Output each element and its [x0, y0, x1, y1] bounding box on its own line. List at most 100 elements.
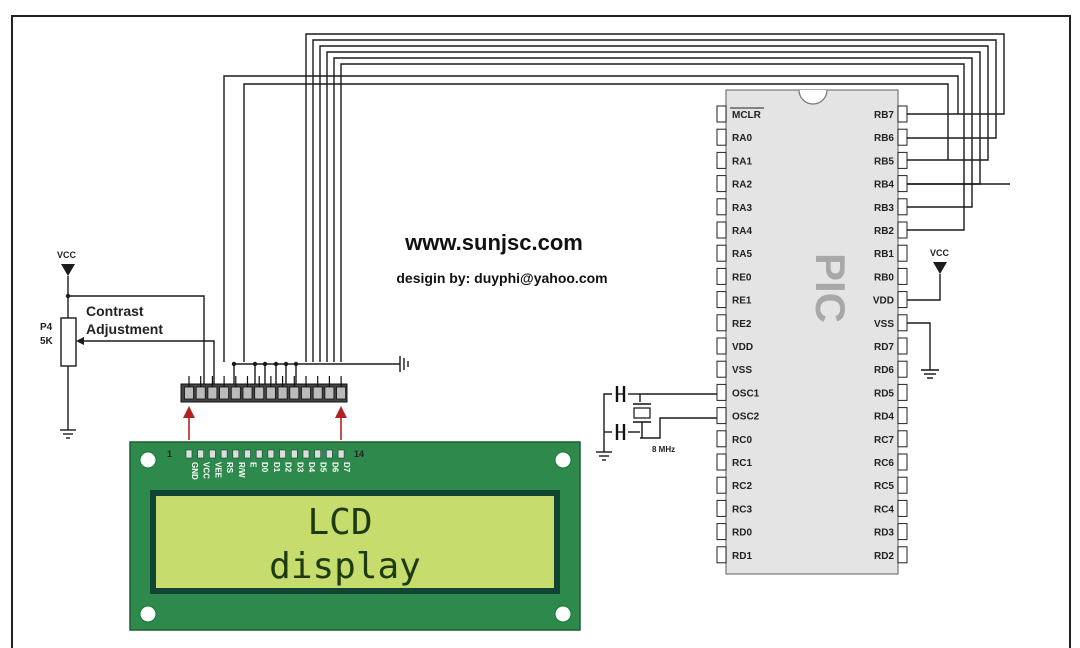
pic-pin-right — [897, 546, 908, 564]
pic-pin-right — [897, 151, 908, 169]
lcd-pin-label: VCC — [202, 462, 211, 479]
lcd-pin-label: R/W — [237, 462, 246, 478]
pic-pin-right-label: RD6 — [874, 365, 894, 376]
lcd-pin-label: D4 — [307, 462, 316, 473]
header-pin — [289, 386, 300, 400]
pic-pin-right — [897, 175, 908, 193]
pic-pin-right-label: RC6 — [874, 458, 894, 469]
pic-pin-left-label: VDD — [732, 342, 753, 353]
pic-pin-right-label: VDD — [873, 296, 894, 307]
lcd-pin-label: D1 — [272, 462, 281, 473]
pic-pin-left-label: RE2 — [732, 319, 752, 330]
pic-pin-left-label: RA1 — [732, 156, 752, 167]
pic-pin-right — [897, 198, 908, 216]
pic-pin-right-label: RB6 — [874, 133, 894, 144]
pic-pin-right-label: RB4 — [874, 180, 894, 191]
pic-body — [725, 89, 899, 575]
credit-caption: desigin by: duyphi@yahoo.com — [396, 270, 607, 286]
lcd-pin-label: RS — [225, 462, 234, 474]
pic-pin-left — [716, 360, 727, 378]
pic-pin-left — [716, 128, 727, 146]
lcd-pin-label: D3 — [295, 462, 304, 473]
pic-pin-left — [716, 337, 727, 355]
potentiometer — [60, 317, 77, 367]
pic-pin-left — [716, 476, 727, 494]
pic-pin-left — [716, 314, 727, 332]
pic-pin-left-label: RA2 — [732, 180, 752, 191]
lcd-pin-label: D7 — [342, 462, 351, 473]
contrast-circuit: VCC P4 5K Contrast Adjustment — [40, 250, 215, 439]
pic-pin-left-label: RC3 — [732, 504, 752, 515]
lcd-line-1: LCD — [307, 502, 372, 543]
header-pin — [324, 386, 335, 400]
lcd-pad — [255, 449, 263, 459]
lcd-pad — [267, 449, 275, 459]
pic-pin-right-label: RB7 — [874, 110, 894, 121]
pic-pin-right — [897, 128, 908, 146]
lcd-pin-label: D0 — [260, 462, 269, 473]
lcd-pin-header — [180, 376, 348, 403]
lcd-pin-label: E — [249, 462, 258, 468]
website-caption: www.sunjsc.com — [404, 230, 583, 255]
pic-pin-left-label: RD1 — [732, 551, 752, 562]
pic-pin-right-label: RB2 — [874, 226, 894, 237]
lcd-pin-first: 1 — [167, 449, 172, 459]
header-pin — [219, 386, 230, 400]
pic-pin-left — [716, 383, 727, 401]
pic-pin-right-label: RD2 — [874, 551, 894, 562]
vcc-left-label: VCC — [57, 250, 77, 260]
lcd-pin-label: D5 — [319, 462, 328, 473]
pic-pin-right — [897, 430, 908, 448]
pic-pin-left-label: RC1 — [732, 458, 752, 469]
lcd-pad — [185, 449, 193, 459]
pic-pin-left-label: RE1 — [732, 296, 752, 307]
pic-pin-right-label: VSS — [874, 319, 894, 330]
header-pin — [184, 386, 194, 400]
lcd-line-2: display — [269, 546, 421, 587]
pic-pin-right-label: RD3 — [874, 528, 894, 539]
pic-pin-right-label: RD5 — [874, 388, 894, 399]
lcd-screen — [156, 496, 554, 588]
pic-power: VCC — [904, 248, 950, 379]
header-pin — [265, 386, 276, 400]
pic-pin-left — [716, 407, 727, 425]
header-pin — [195, 386, 206, 400]
pic-pin-left — [716, 105, 727, 123]
crystal — [633, 403, 651, 438]
pic-pin-left — [716, 267, 727, 285]
pic-pin-right — [897, 407, 908, 425]
pic-pin-right-label: RB3 — [874, 203, 894, 214]
pic-pin-left — [716, 453, 727, 471]
oscillator-circuit — [596, 393, 720, 461]
vcc-left-symbol — [61, 264, 75, 276]
lcd-mount-hole-tl — [139, 451, 157, 469]
pic-pin-right — [897, 221, 908, 239]
header-pin — [277, 386, 288, 400]
pic-pin-right — [897, 314, 908, 332]
pic-pin-right — [897, 453, 908, 471]
lcd-pin-label: D2 — [284, 462, 293, 473]
pic-pin-right-label: RC4 — [874, 504, 894, 515]
pic-pin-left-label: OSC2 — [732, 412, 760, 423]
frame — [11, 15, 1071, 648]
data-bus-wires — [223, 33, 1010, 362]
crystal-frequency: 8 MHz — [652, 445, 675, 454]
lcd-pad — [290, 449, 298, 459]
pic-pin-left-label: RA3 — [732, 203, 752, 214]
header-pin — [301, 386, 311, 400]
pic-pin-right-label: RC5 — [874, 481, 894, 492]
pic-pin-right — [897, 383, 908, 401]
header-pin — [312, 386, 323, 400]
osc-capacitors — [615, 386, 626, 440]
pic-pin-right — [897, 499, 908, 517]
pic-pin-left — [716, 198, 727, 216]
pic-notch — [798, 89, 828, 105]
header-pin — [336, 386, 347, 400]
header-pin — [230, 386, 241, 400]
header-pin — [207, 386, 218, 400]
header-pin — [242, 386, 253, 400]
vcc-right-label: VCC — [930, 248, 950, 258]
pic-pin-right — [897, 360, 908, 378]
